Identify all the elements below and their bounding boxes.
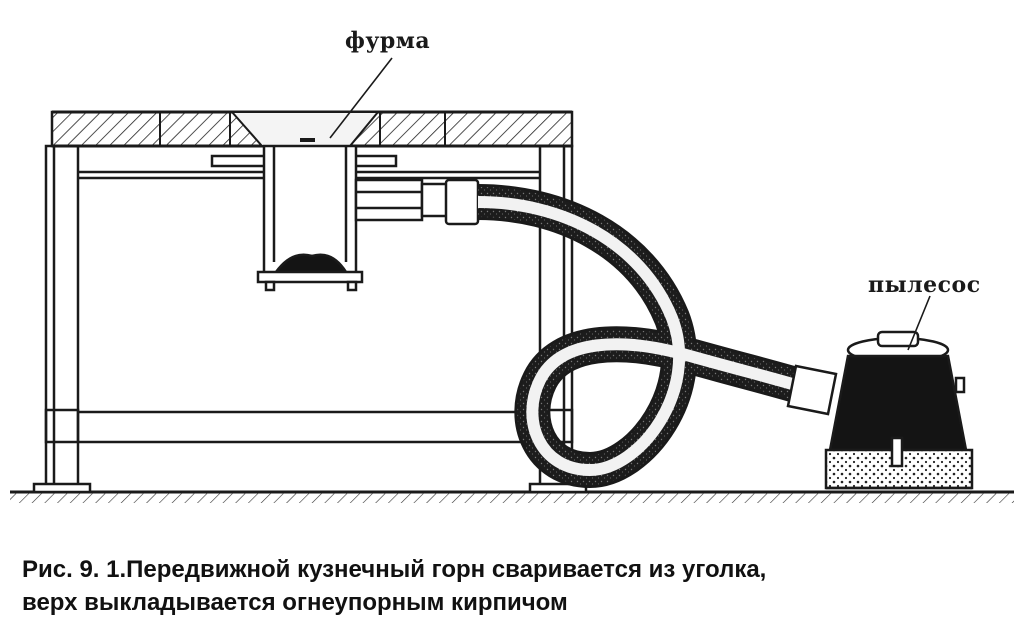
tuyere-label: фурма — [345, 28, 431, 54]
forge-diagram — [10, 57, 1014, 503]
vacuum-cleaner — [824, 330, 974, 490]
tuyere-pipe — [210, 144, 398, 292]
hose — [477, 184, 812, 489]
air-inlet-pipe — [354, 178, 480, 226]
vacuum-cleaner-label: пылесос — [868, 272, 981, 298]
brick-top-slab — [50, 110, 574, 148]
caption-line-2: верх выкладывается огнеупорным кирпичом — [22, 589, 568, 616]
figure-caption: Рис. 9. 1.Передвижной кузнечный горн сва… — [22, 553, 1012, 619]
hose-nozzle — [786, 364, 838, 416]
leader-lines — [329, 57, 931, 351]
ground — [10, 490, 1014, 503]
caption-line-1: Рис. 9. 1.Передвижной кузнечный горн сва… — [22, 556, 767, 583]
